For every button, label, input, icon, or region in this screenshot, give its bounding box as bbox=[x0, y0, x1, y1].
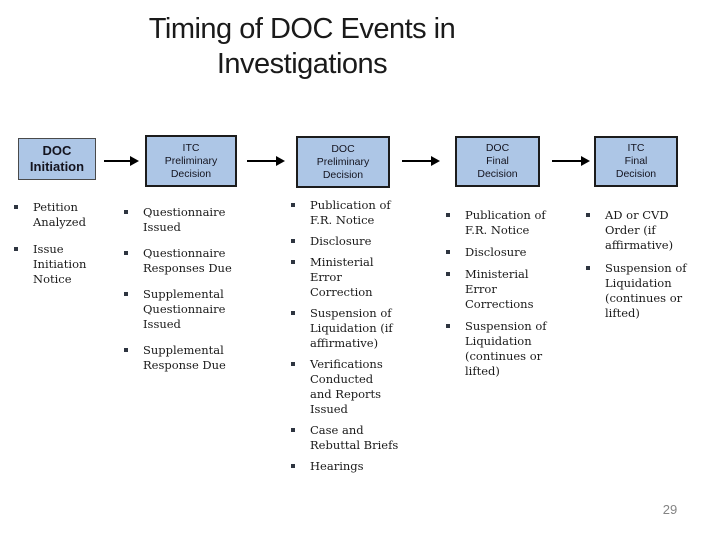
bullet-square-icon bbox=[291, 260, 295, 264]
list-item: Case and Rebuttal Briefs bbox=[291, 423, 413, 453]
flow-arrow-icon bbox=[247, 156, 285, 166]
bullet-square-icon bbox=[291, 464, 295, 468]
flow-box-itc-final-decision: ITC Final Decision bbox=[594, 136, 678, 187]
bullet-square-icon bbox=[291, 239, 295, 243]
bullet-square-icon bbox=[124, 348, 128, 352]
bullet-square-icon bbox=[124, 210, 128, 214]
bullet-square-icon bbox=[586, 213, 590, 217]
list-item: Questionnaire Responses Due bbox=[124, 246, 246, 276]
list-item-text: Case and Rebuttal Briefs bbox=[310, 423, 399, 452]
list-item-text: Suspension of Liquidation (continues or … bbox=[465, 319, 547, 378]
list-item: Verifications Conducted and Reports Issu… bbox=[291, 357, 413, 417]
bullet-square-icon bbox=[14, 205, 18, 209]
list-item-text: Questionnaire Responses Due bbox=[143, 246, 232, 275]
list-item: Issue Initiation Notice bbox=[14, 242, 114, 287]
list-item-text: Petition Analyzed bbox=[33, 200, 86, 229]
list-item-text: Suspension of Liquidation (continues or … bbox=[605, 261, 687, 320]
flow-box-itc-preliminary-decision: ITC Preliminary Decision bbox=[145, 135, 237, 187]
list-item-text: Verifications Conducted and Reports Issu… bbox=[310, 357, 383, 416]
slide-page-number: 29 bbox=[662, 502, 678, 517]
list-item: Petition Analyzed bbox=[14, 200, 114, 230]
list-item-text: Ministerial Error Correction bbox=[310, 255, 374, 299]
list-item-text: Hearings bbox=[310, 459, 364, 473]
list-item: Questionnaire Issued bbox=[124, 205, 246, 235]
list-item: Disclosure bbox=[291, 234, 413, 249]
list-item-text: Publication of F.R. Notice bbox=[465, 208, 546, 237]
bullet-square-icon bbox=[446, 213, 450, 217]
flow-box-doc-preliminary-decision: DOC Preliminary Decision bbox=[296, 136, 390, 188]
bullet-square-icon bbox=[291, 311, 295, 315]
flow-arrow-icon bbox=[104, 156, 139, 166]
list-item-text: Disclosure bbox=[310, 234, 372, 248]
list-item: Ministerial Error Correction bbox=[291, 255, 413, 300]
flow-box-doc-final-decision: DOC Final Decision bbox=[455, 136, 540, 187]
list-item-text: Issue Initiation Notice bbox=[33, 242, 87, 286]
bullet-square-icon bbox=[124, 292, 128, 296]
list-item: Suspension of Liquidation (continues or … bbox=[586, 261, 708, 321]
list-item: Publication of F.R. Notice bbox=[291, 198, 413, 228]
list-item-text: Supplemental Response Due bbox=[143, 343, 226, 372]
bullet-square-icon bbox=[446, 272, 450, 276]
flow-arrow-icon bbox=[402, 156, 440, 166]
list-item-text: Questionnaire Issued bbox=[143, 205, 226, 234]
list-item: Suspension of Liquidation (if affirmativ… bbox=[291, 306, 413, 351]
flow-box-doc-initiation: DOC Initiation bbox=[18, 138, 96, 180]
list-item-text: AD or CVD Order (if affirmative) bbox=[605, 208, 674, 252]
list-item-text: Supplemental Questionnaire Issued bbox=[143, 287, 226, 331]
list-item: Hearings bbox=[291, 459, 413, 474]
list-item-text: Disclosure bbox=[465, 245, 527, 259]
bullet-square-icon bbox=[446, 250, 450, 254]
bullet-square-icon bbox=[586, 266, 590, 270]
list-item: Publication of F.R. Notice bbox=[446, 208, 566, 238]
list-item: Suspension of Liquidation (continues or … bbox=[446, 319, 566, 379]
list-item: Supplemental Response Due bbox=[124, 343, 246, 373]
bullet-square-icon bbox=[124, 251, 128, 255]
bullet-square-icon bbox=[14, 247, 18, 251]
bullet-square-icon bbox=[291, 428, 295, 432]
slide-title: Timing of DOC Events in Investigations bbox=[148, 13, 456, 80]
list-item: Supplemental Questionnaire Issued bbox=[124, 287, 246, 332]
list-item-text: Publication of F.R. Notice bbox=[310, 198, 391, 227]
bullet-square-icon bbox=[291, 362, 295, 366]
bullet-square-icon bbox=[291, 203, 295, 207]
list-item: Ministerial Error Corrections bbox=[446, 267, 566, 312]
flow-arrow-icon bbox=[552, 156, 590, 166]
event-list-itc-final-decision: AD or CVD Order (if affirmative) Suspensi… bbox=[586, 208, 708, 329]
list-item: AD or CVD Order (if affirmative) bbox=[586, 208, 708, 253]
list-item-text: Suspension of Liquidation (if affirmativ… bbox=[310, 306, 393, 350]
list-item: Disclosure bbox=[446, 245, 566, 260]
list-item-text: Ministerial Error Corrections bbox=[465, 267, 534, 311]
bullet-square-icon bbox=[446, 324, 450, 328]
